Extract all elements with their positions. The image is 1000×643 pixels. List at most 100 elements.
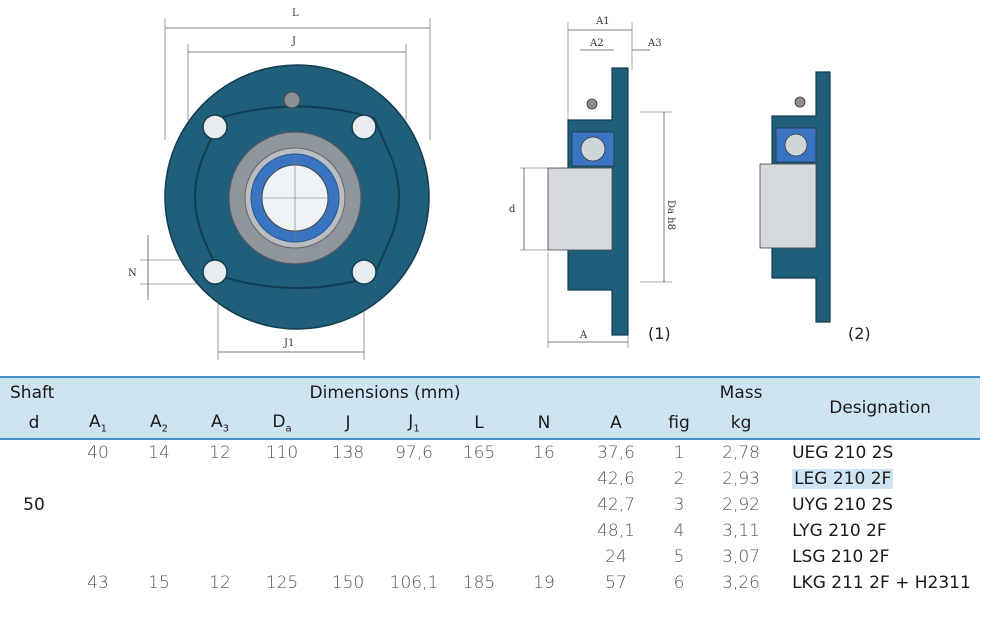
cell-A1: [68, 544, 128, 570]
cell-Da: [250, 466, 314, 492]
header-L: L: [446, 408, 512, 440]
dim-label-A1: A1: [595, 16, 610, 27]
cell-A3: [190, 518, 250, 544]
cell-A2: 14: [148, 443, 170, 463]
cell-A1: [68, 492, 128, 518]
header-A1: A1: [68, 408, 128, 440]
bolt-hole: [202, 114, 228, 140]
dimensions-table: Shaft Dimensions (mm) Mass Designation d…: [0, 376, 981, 596]
cell-J1: [382, 466, 446, 492]
dim-label-A3: A3: [647, 38, 662, 49]
cell-A3: 12: [209, 573, 231, 593]
cell-A3: [190, 544, 250, 570]
cell-L: [446, 544, 512, 570]
cell-N: 19: [533, 573, 555, 593]
cell-N: [512, 544, 576, 570]
cell-shaft-empty: [0, 570, 68, 596]
cell-A: 48,1: [597, 521, 635, 541]
technical-drawings: L J N: [128, 8, 871, 360]
table-row: 50 40 14 12 110 138 97,6 165 16 37,6 1 2…: [0, 439, 980, 515]
cell-fig: 1: [673, 443, 685, 463]
front-view: L J N: [128, 8, 431, 360]
header-J: J: [314, 408, 382, 440]
cell-J1: [382, 544, 446, 570]
cell-A: 37,6: [597, 443, 635, 463]
bearing-insert: [759, 163, 817, 249]
grease-nipple-icon: [586, 98, 598, 110]
cell-L: [446, 518, 512, 544]
shaft-d-value: 50: [23, 495, 45, 515]
side-view-2: [759, 71, 831, 323]
bolt-hole: [351, 259, 377, 285]
cell-kg: 3,11: [722, 521, 760, 541]
cell-A1: [68, 518, 128, 544]
cell-A2: 15: [148, 573, 170, 593]
dim-label-L: L: [292, 8, 299, 19]
dimensions-table-wrap: Shaft Dimensions (mm) Mass Designation d…: [0, 376, 981, 596]
cell-J: 150: [331, 573, 365, 593]
cell-L: [446, 492, 512, 518]
cell-A3: [190, 492, 250, 518]
header-mass: Mass: [702, 376, 781, 408]
cell-J: [314, 544, 382, 570]
cell-L: 185: [462, 573, 496, 593]
header-d: d: [0, 408, 68, 440]
cell-kg: 2,92: [722, 495, 760, 515]
header-fig: fig: [656, 408, 703, 440]
cell-Da: [250, 544, 314, 570]
cell-A2: [128, 466, 190, 492]
table-row: 48,1 4 3,11 LYG 210 2F: [0, 518, 980, 544]
figure-label-1: (1): [648, 324, 671, 343]
cell-A1: 43: [87, 573, 109, 593]
table-row: 43 15 12 125 150 106,1 185 19 57 6 3,26 …: [0, 570, 980, 596]
header-A2: A2: [128, 408, 190, 440]
dim-label-N: N: [128, 268, 137, 279]
drawing-canvas: L J N: [128, 8, 831, 360]
cell-A: 24: [605, 547, 627, 567]
cell-fig: 3: [673, 495, 685, 515]
cell-J1: 106,1: [389, 573, 439, 593]
dim-label-A2: A2: [589, 38, 604, 49]
cell-A1: [68, 466, 128, 492]
cell-Da: [250, 492, 314, 518]
cell-J1: 97,6: [395, 443, 433, 463]
cell-designation[interactable]: LEG 210 2F: [780, 466, 980, 492]
cell-J: [314, 492, 382, 518]
cell-fig: 6: [673, 573, 685, 593]
table-header-row-2: d A1 A2 A3 Da J J1 L N A fig kg: [0, 408, 980, 440]
bolt-hole: [202, 259, 228, 285]
bearing-insert: [547, 167, 613, 251]
cell-Da: [250, 518, 314, 544]
cell-L: [446, 466, 512, 492]
figure-label-2: (2): [848, 324, 871, 343]
selected-designation[interactable]: LEG 210 2F: [792, 469, 894, 489]
cell-J: 138: [331, 443, 365, 463]
cell-N: [512, 466, 576, 492]
cell-fig: 2: [673, 469, 685, 489]
cell-fig: 4: [673, 521, 685, 541]
bolt-hole: [351, 114, 377, 140]
table-row: 42,6 2 2,93 LEG 210 2F: [0, 466, 980, 492]
header-N: N: [512, 408, 576, 440]
dim-label-d: d: [509, 204, 516, 215]
cell-A: 57: [605, 573, 627, 593]
cell-N: 16: [533, 443, 555, 463]
header-shaft: Shaft: [0, 376, 68, 408]
cell-designation: UYG 210 2S: [792, 495, 893, 515]
cell-L: 165: [462, 443, 496, 463]
header-dimensions: Dimensions (mm): [68, 376, 703, 408]
side-view-1: A1 A2 A3 d Da h8: [509, 16, 676, 348]
table-row: 42,7 3 2,92 UYG 210 2S: [0, 492, 980, 518]
cell-A2: [128, 518, 190, 544]
cell-Da: 125: [265, 573, 299, 593]
header-A: A: [576, 408, 656, 440]
cell-designation: LSG 210 2F: [792, 547, 890, 567]
cell-kg: 3,07: [722, 547, 760, 567]
cell-N: [512, 492, 576, 518]
cell-J: [314, 518, 382, 544]
cell-kg: 3,26: [722, 573, 760, 593]
cell-A1: 40: [87, 443, 109, 463]
cell-A: 42,6: [597, 469, 635, 489]
cell-designation: LKG 211 2F + H2311: [792, 573, 971, 593]
cell-A2: [128, 544, 190, 570]
